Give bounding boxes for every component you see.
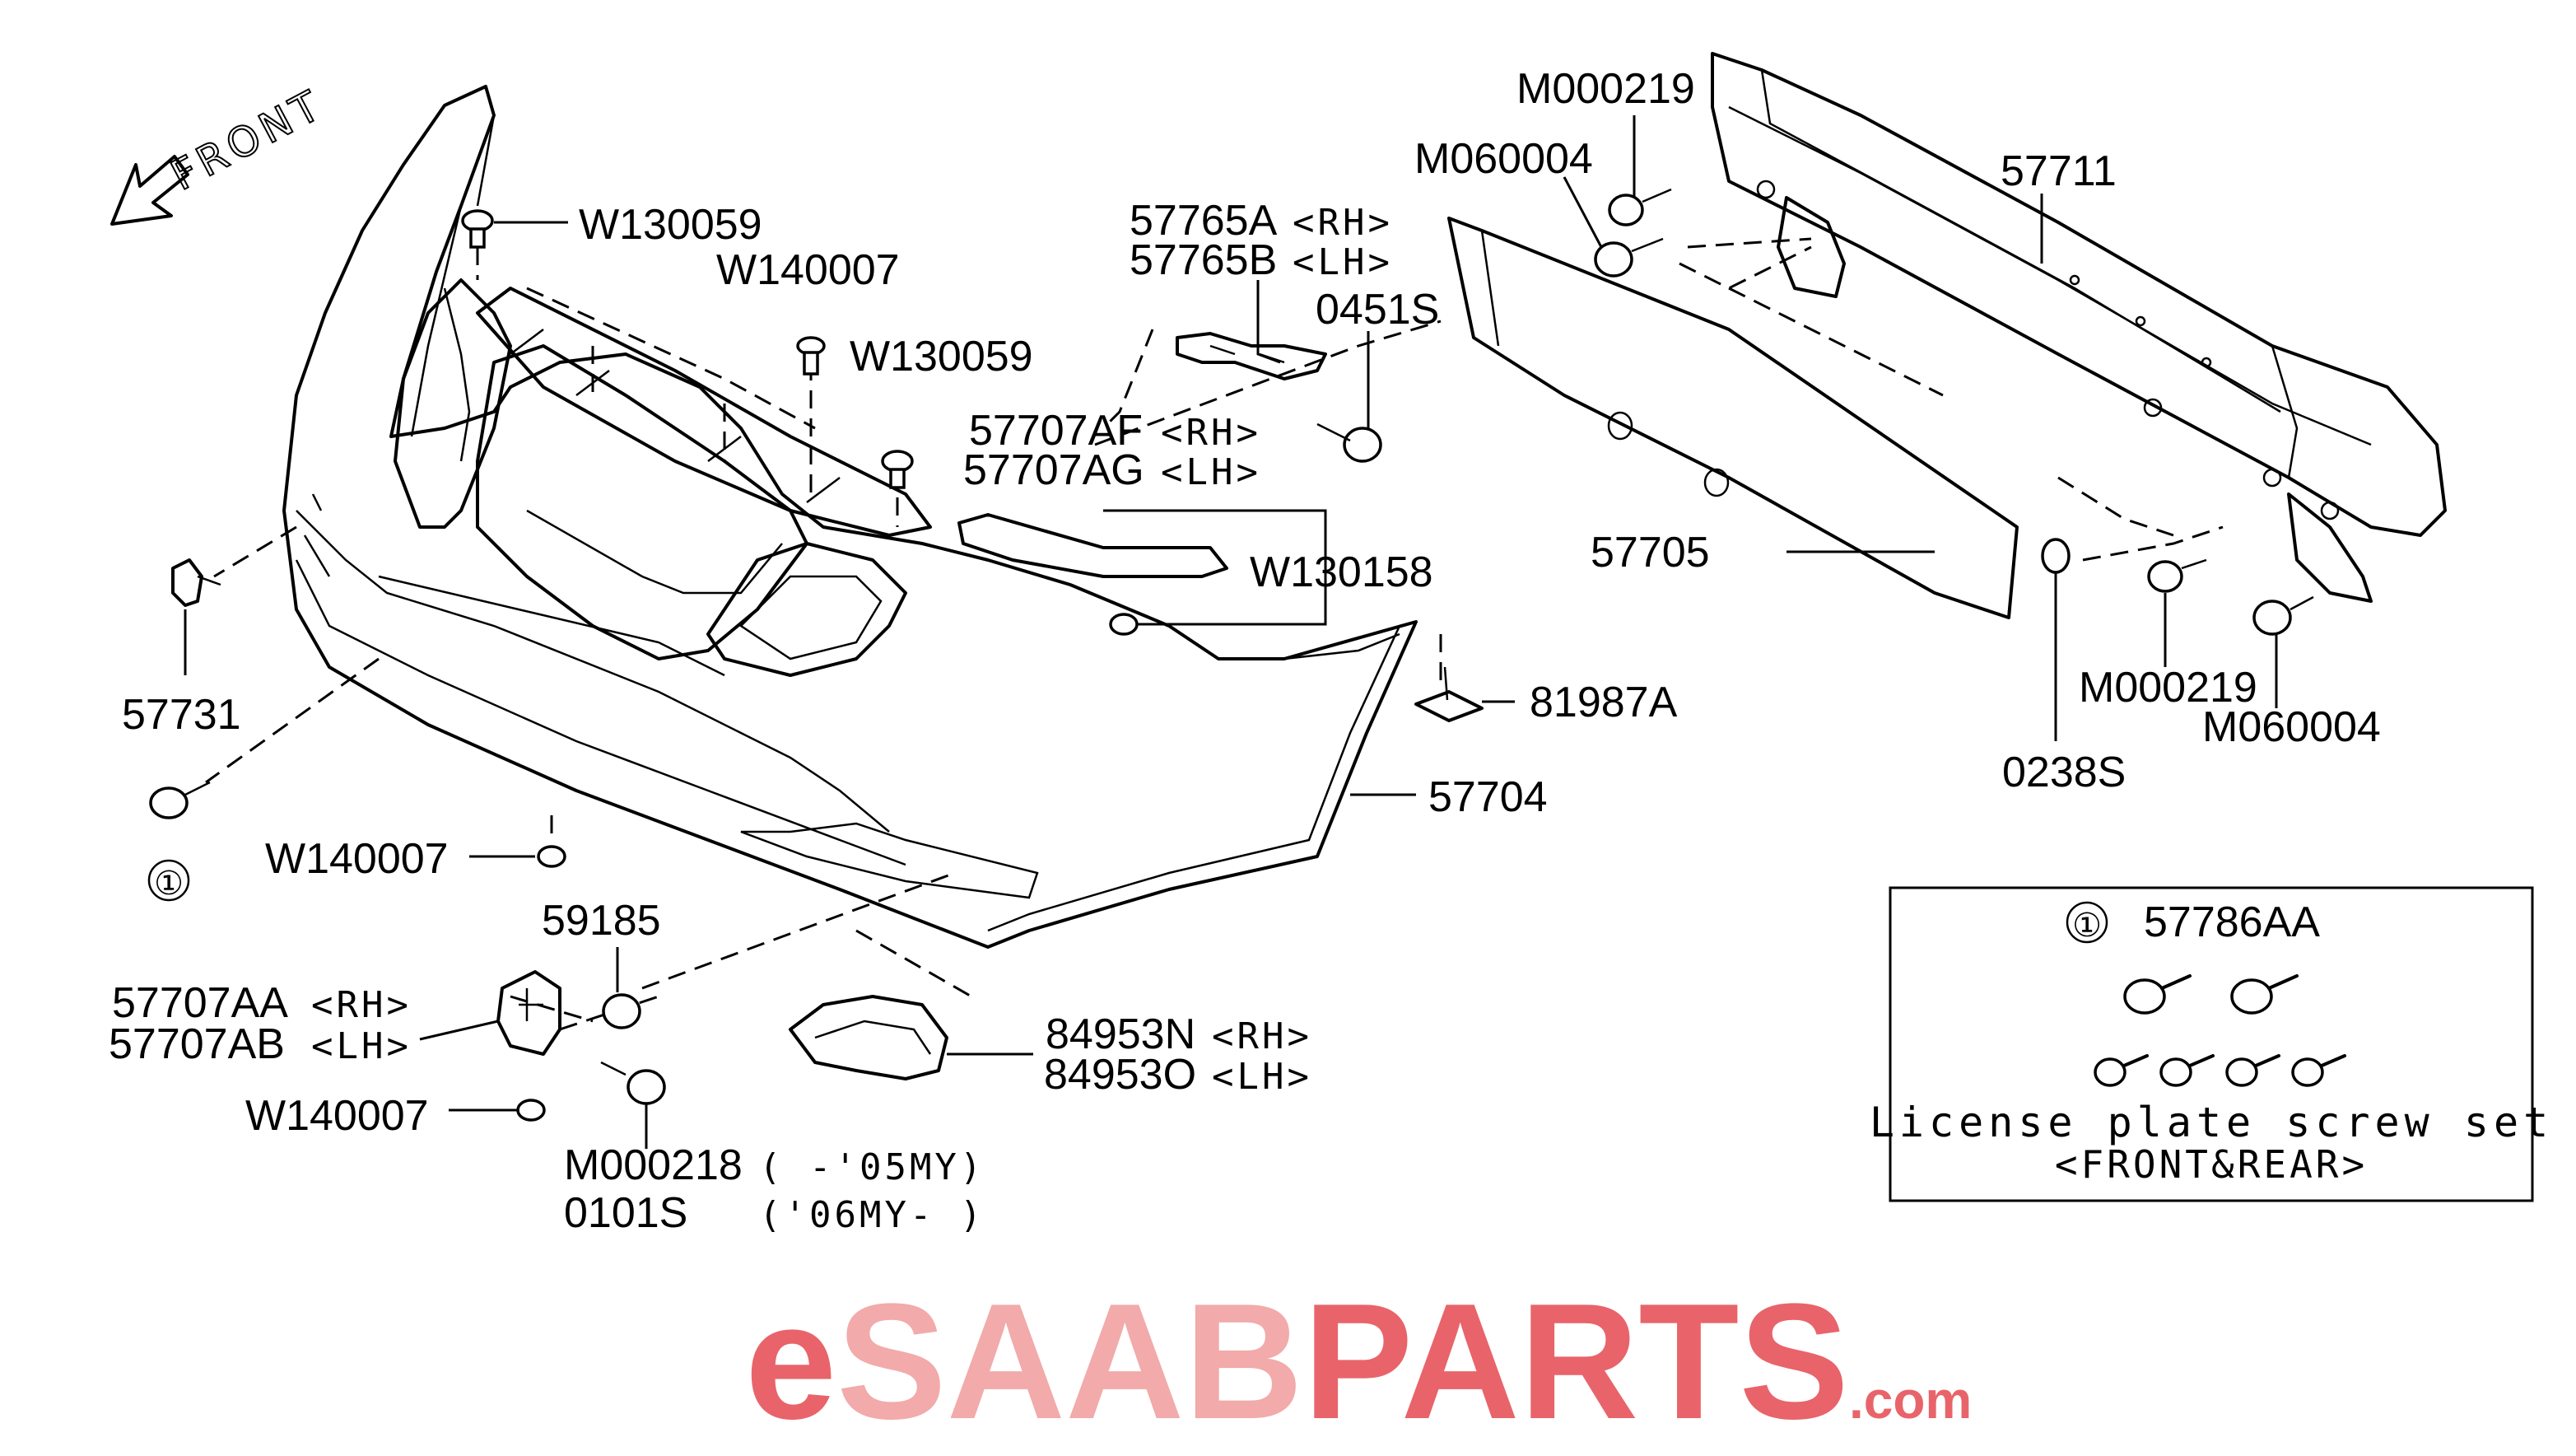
- fog-lamp-cover: [789, 995, 948, 1080]
- label-57765b-side: <LH>: [1293, 241, 1393, 283]
- bolt-m000219-a-icon: [1608, 188, 1672, 226]
- label-84953n: 84953N: [1046, 1010, 1195, 1058]
- fastener-icons: [149, 188, 2314, 1122]
- energy-absorber-57705: [1447, 217, 2019, 619]
- clip-w130158-icon: [1109, 613, 1139, 636]
- label-m000219-b: M000219: [2079, 664, 2257, 712]
- label-57765b: 57765B: [1130, 236, 1277, 284]
- reinforcement-beam-57711: [1711, 52, 2447, 603]
- label-w140007-a: W140007: [716, 246, 900, 294]
- label-84953o-side: <LH>: [1212, 1056, 1312, 1098]
- clip-81987a: [1414, 666, 1484, 722]
- legend-part-number: 57786AA: [2144, 898, 2320, 946]
- label-w140007-c: W140007: [245, 1092, 429, 1140]
- label-0451s: 0451S: [1316, 286, 1439, 334]
- label-m000219-a: M000219: [1516, 65, 1695, 113]
- large-screw-icon: [2230, 974, 2299, 1015]
- front-bumper-cover: [282, 85, 1418, 949]
- bolt-m060004-a-icon: [1594, 237, 1664, 278]
- esaabparts-logo: eSAABPARTS.com: [745, 1270, 1972, 1454]
- logo-prefix: e: [745, 1270, 836, 1454]
- screw-set-icons: [2094, 974, 2346, 1087]
- screw-license-icon: [149, 781, 211, 819]
- legend-marker: ①: [2072, 908, 2102, 944]
- logo-suffix: PARTS: [1303, 1270, 1849, 1454]
- bolt-m000219-b-icon: [2147, 558, 2207, 593]
- small-screw-icon: [2291, 1054, 2346, 1087]
- upper-mounting-strip: [476, 287, 932, 537]
- legend-description-sub: <FRONT&REAR>: [2055, 1142, 2368, 1187]
- label-57765a: 57765A: [1130, 197, 1278, 245]
- nut-0238s-icon: [2041, 538, 2071, 574]
- callout-marker: [147, 859, 190, 902]
- label-57765a-side: <RH>: [1293, 202, 1393, 244]
- front-direction-arrow-icon: [110, 155, 189, 226]
- label-57707ab: 57707AB: [109, 1020, 285, 1068]
- side-bracket-57765: [1176, 332, 1327, 380]
- assembly-lines: [205, 237, 2224, 1031]
- label-57707ag: 57707AG: [963, 446, 1144, 494]
- label-57707ag-side: <LH>: [1161, 451, 1261, 493]
- label-57707ab-side: <LH>: [311, 1025, 412, 1067]
- logo-brand: SAAB: [836, 1270, 1303, 1454]
- label-0101s: 0101S: [564, 1189, 687, 1237]
- clip-w140007-c-icon: [516, 1099, 546, 1122]
- bolt-m000218-icon: [600, 1061, 666, 1105]
- lower-bracket-57707aa: [496, 970, 561, 1056]
- label-81987a: 81987A: [1530, 679, 1678, 726]
- label-w130059-b: W130059: [850, 333, 1033, 380]
- clip-w130059-a-icon: [461, 209, 494, 249]
- label-57707aa-side: <RH>: [311, 984, 412, 1026]
- grille-opening: [394, 278, 907, 677]
- label-57731: 57731: [122, 691, 241, 739]
- small-screw-icon: [2094, 1054, 2149, 1087]
- large-screw-icon: [2123, 974, 2192, 1015]
- label-59185: 59185: [542, 897, 661, 945]
- label-w130059-a: W130059: [579, 201, 762, 249]
- label-0238s: 0238S: [2002, 749, 2126, 796]
- clip-w140007-a-icon: [796, 336, 826, 376]
- clip-w130059-b-icon: [881, 450, 914, 489]
- label-84953n-side: <RH>: [1212, 1015, 1312, 1057]
- callout-marker-text: ①: [154, 866, 184, 902]
- label-84953o: 84953O: [1044, 1051, 1196, 1099]
- side-spacer-57707af: [957, 513, 1228, 578]
- label-57707aa: 57707AA: [112, 979, 288, 1027]
- clip-w140007-b-icon: [537, 845, 566, 868]
- label-0101s-range: ('06MY- ): [759, 1194, 985, 1236]
- legend-description: License plate screw set: [1870, 1099, 2553, 1146]
- label-m060004-a: M060004: [1414, 135, 1593, 183]
- nut-59185-icon: [602, 993, 641, 1029]
- label-m000218: M000218: [564, 1141, 743, 1189]
- front-direction-label: FRONT: [163, 80, 332, 199]
- label-m060004-b: M060004: [2202, 703, 2381, 751]
- svg-text:eSAABPARTS.com: eSAABPARTS.com: [745, 1270, 1972, 1454]
- logo-domain: .com: [1849, 1370, 1972, 1430]
- label-57705: 57705: [1591, 529, 1710, 576]
- label-m000218-range: ( -'05MY): [759, 1146, 985, 1188]
- label-57704: 57704: [1428, 773, 1548, 821]
- small-screw-icon: [2225, 1054, 2280, 1087]
- bolt-m060004-b-icon: [2252, 595, 2314, 636]
- screw-0451s-icon: [1316, 422, 1382, 463]
- legend-box: [1889, 886, 2534, 1202]
- clip-57731: [171, 558, 221, 607]
- small-screw-icon: [2159, 1054, 2215, 1087]
- leader-lines: [184, 115, 2278, 1149]
- label-w140007-b: W140007: [265, 835, 449, 883]
- label-57707af-side: <RH>: [1161, 412, 1261, 454]
- label-w130158: W130158: [1250, 548, 1433, 596]
- label-57711: 57711: [2001, 147, 2117, 195]
- label-57707af: 57707AF: [969, 407, 1143, 455]
